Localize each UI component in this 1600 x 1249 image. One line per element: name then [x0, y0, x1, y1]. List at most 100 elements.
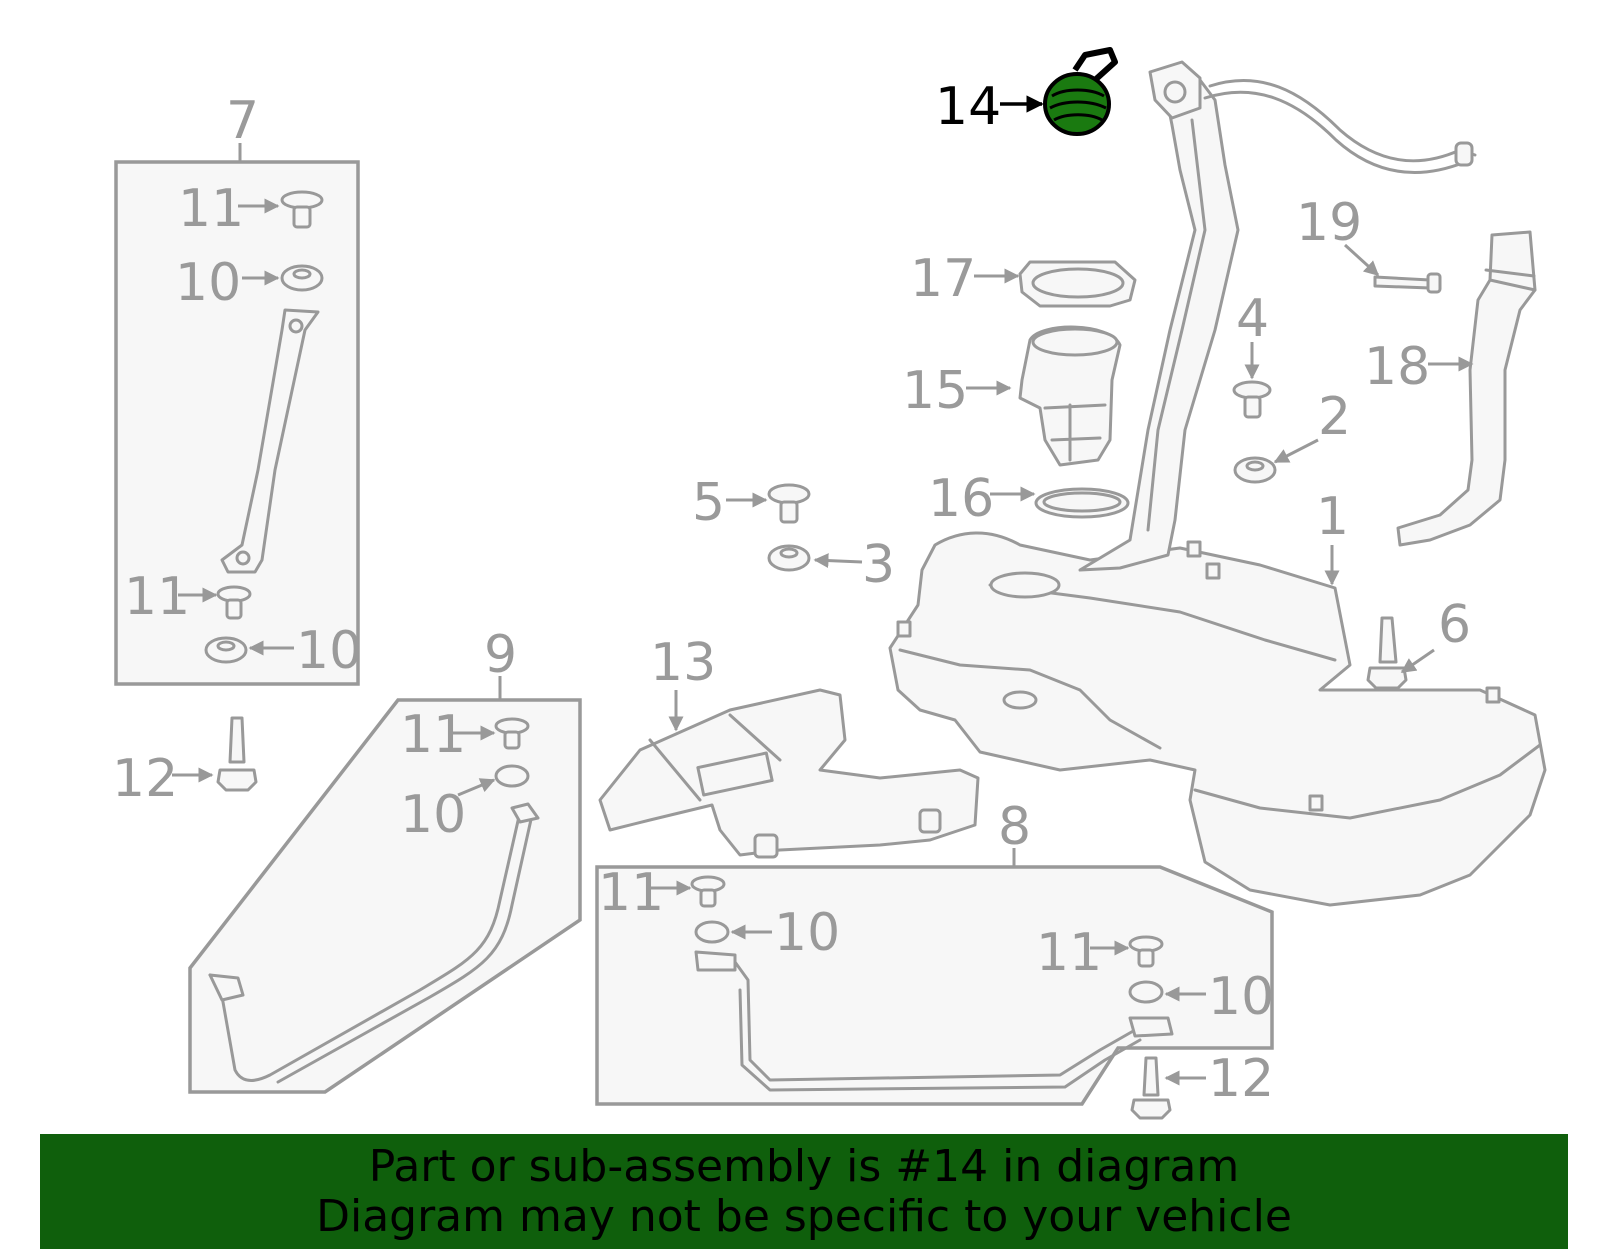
callout-16: 16: [928, 469, 994, 529]
leader-arrows: [172, 95, 1474, 1086]
fuel-tank: [888, 531, 1547, 907]
callout-5: 5: [692, 473, 725, 533]
bolt-12-right-head: [1130, 1098, 1172, 1120]
fuel-tank-stud-e: [1308, 794, 1324, 812]
callout-10-box8-left: 10: [774, 903, 840, 963]
callout-8: 8: [998, 797, 1031, 857]
banner-line-part-number: Part or sub-assembly is #14 in diagram: [368, 1140, 1240, 1192]
fuel-pump-15-body: [1043, 403, 1107, 462]
strap-9-end: [208, 973, 245, 1002]
callout-7: 7: [226, 91, 259, 151]
washer-2-hole: [1245, 460, 1265, 472]
nut-11-top-shank: [292, 205, 312, 229]
nut-11-box8-right-shank: [1137, 948, 1155, 968]
callout-10-bottom: 10: [296, 621, 362, 681]
callout-11-bottom: 11: [124, 567, 190, 627]
washer-10-bottom-hole: [216, 640, 236, 652]
nut-11-box9-shank: [503, 730, 521, 750]
callout-14: 14: [935, 77, 1001, 137]
strap-9-inner: [276, 813, 534, 1084]
hose-18-band: [1484, 268, 1537, 292]
callout-12-right: 12: [1208, 1049, 1274, 1109]
callout-3: 3: [862, 535, 895, 595]
bolt-6: [1378, 616, 1398, 664]
bolt-12-left-head: [216, 768, 258, 792]
strap-7-hole-top: [288, 318, 304, 334]
bolt-12-left: [228, 716, 246, 764]
fuel-pump-15-flange: [1031, 327, 1119, 357]
vent-tube-outer: [1203, 90, 1467, 174]
bolt-19: [1373, 275, 1432, 290]
bolt-6-head: [1366, 666, 1408, 690]
nut-11-bottom-shank: [225, 598, 243, 620]
callout-2: 2: [1318, 387, 1351, 447]
fuel-cap-part-14[interactable]: [1043, 72, 1111, 136]
lock-ring-17-inner: [1031, 267, 1125, 299]
strap-9-outer: [208, 810, 522, 1082]
nut-5: [767, 483, 811, 505]
fuel-tank-pump-opening: [989, 571, 1061, 599]
fuel-cap-ridges: [1049, 88, 1107, 122]
washer-10-box8-left: [694, 920, 730, 944]
washer-3-hole: [779, 547, 799, 559]
callout-11-box8-right: 11: [1036, 923, 1102, 983]
strap-8-inner: [738, 988, 1142, 1092]
heat-shield-13-rib: [648, 713, 782, 802]
arrow-6: [1400, 648, 1435, 674]
callout-19: 19: [1296, 193, 1362, 253]
washer-10-box8-right: [1128, 980, 1164, 1004]
heat-shield-13-clip-a: [753, 833, 779, 859]
group-box-8: [595, 865, 1274, 1106]
fuel-tank-port: [1002, 690, 1038, 710]
fastener-group: [204, 190, 1408, 1120]
filler-neck-ring: [1163, 80, 1187, 104]
arrow-10-box9: [457, 778, 496, 797]
nut-5-shank: [779, 500, 799, 524]
seal-ring-16-inner: [1042, 491, 1122, 513]
fuel-cap-body: [1043, 72, 1111, 136]
strap-8-outer: [698, 958, 1172, 1082]
strap-7-hole-bottom: [235, 550, 251, 566]
fuel-tank-lower-seam: [1193, 743, 1542, 820]
bolt-12-right: [1142, 1056, 1160, 1097]
filler-pipe: [1078, 78, 1240, 572]
arrow-19: [1343, 243, 1380, 277]
callout-10-box9: 10: [400, 785, 466, 845]
heat-shield-13-clip-b: [918, 808, 942, 834]
callout-10-box8-right: 10: [1208, 967, 1274, 1027]
callout-4: 4: [1236, 289, 1269, 349]
fuel-tank-stud-a: [1186, 540, 1202, 558]
callout-labels: 14 7 11 10 11 10 12 9 11 10 13 5 3 17 15…: [112, 77, 1471, 1109]
fuel-tank-stud-d: [1485, 686, 1501, 704]
callout-1: 1: [1316, 487, 1349, 547]
callout-6: 6: [1438, 595, 1471, 655]
bolt-19-head: [1426, 272, 1442, 294]
fuel-tank-stud-b: [1205, 562, 1221, 580]
strap-7: [220, 308, 320, 574]
banner-line-disclaimer: Diagram may not be specific to your vehi…: [316, 1190, 1292, 1242]
callout-11-top: 11: [178, 179, 244, 239]
strap-8-end-right: [1128, 1016, 1174, 1038]
callout-10-top: 10: [175, 253, 241, 313]
fuel-cap-tether: [1072, 47, 1118, 83]
callout-13: 13: [650, 633, 716, 693]
vent-tube: [1208, 78, 1477, 163]
strap-9-top: [510, 802, 540, 824]
filler-pipe-inner: [1146, 118, 1207, 532]
callout-18: 18: [1364, 337, 1430, 397]
heat-shield-13-label: [696, 751, 774, 797]
washer-10-top-hole: [292, 268, 312, 280]
washer-10-box9: [494, 764, 530, 788]
callout-9: 9: [484, 625, 517, 685]
callout-17: 17: [910, 249, 976, 309]
callout-15: 15: [902, 361, 968, 421]
arrow-2: [1273, 438, 1319, 464]
nut-11-box8-left-shank: [699, 888, 717, 908]
info-banner: Part or sub-assembly is #14 in diagram D…: [40, 1134, 1568, 1249]
vent-tube-end: [1454, 141, 1474, 167]
nut-4-shank: [1243, 395, 1262, 419]
callout-12-left: 12: [112, 749, 178, 809]
strap-8-end-left: [694, 950, 737, 972]
fuel-tank-stud-c: [896, 620, 912, 638]
